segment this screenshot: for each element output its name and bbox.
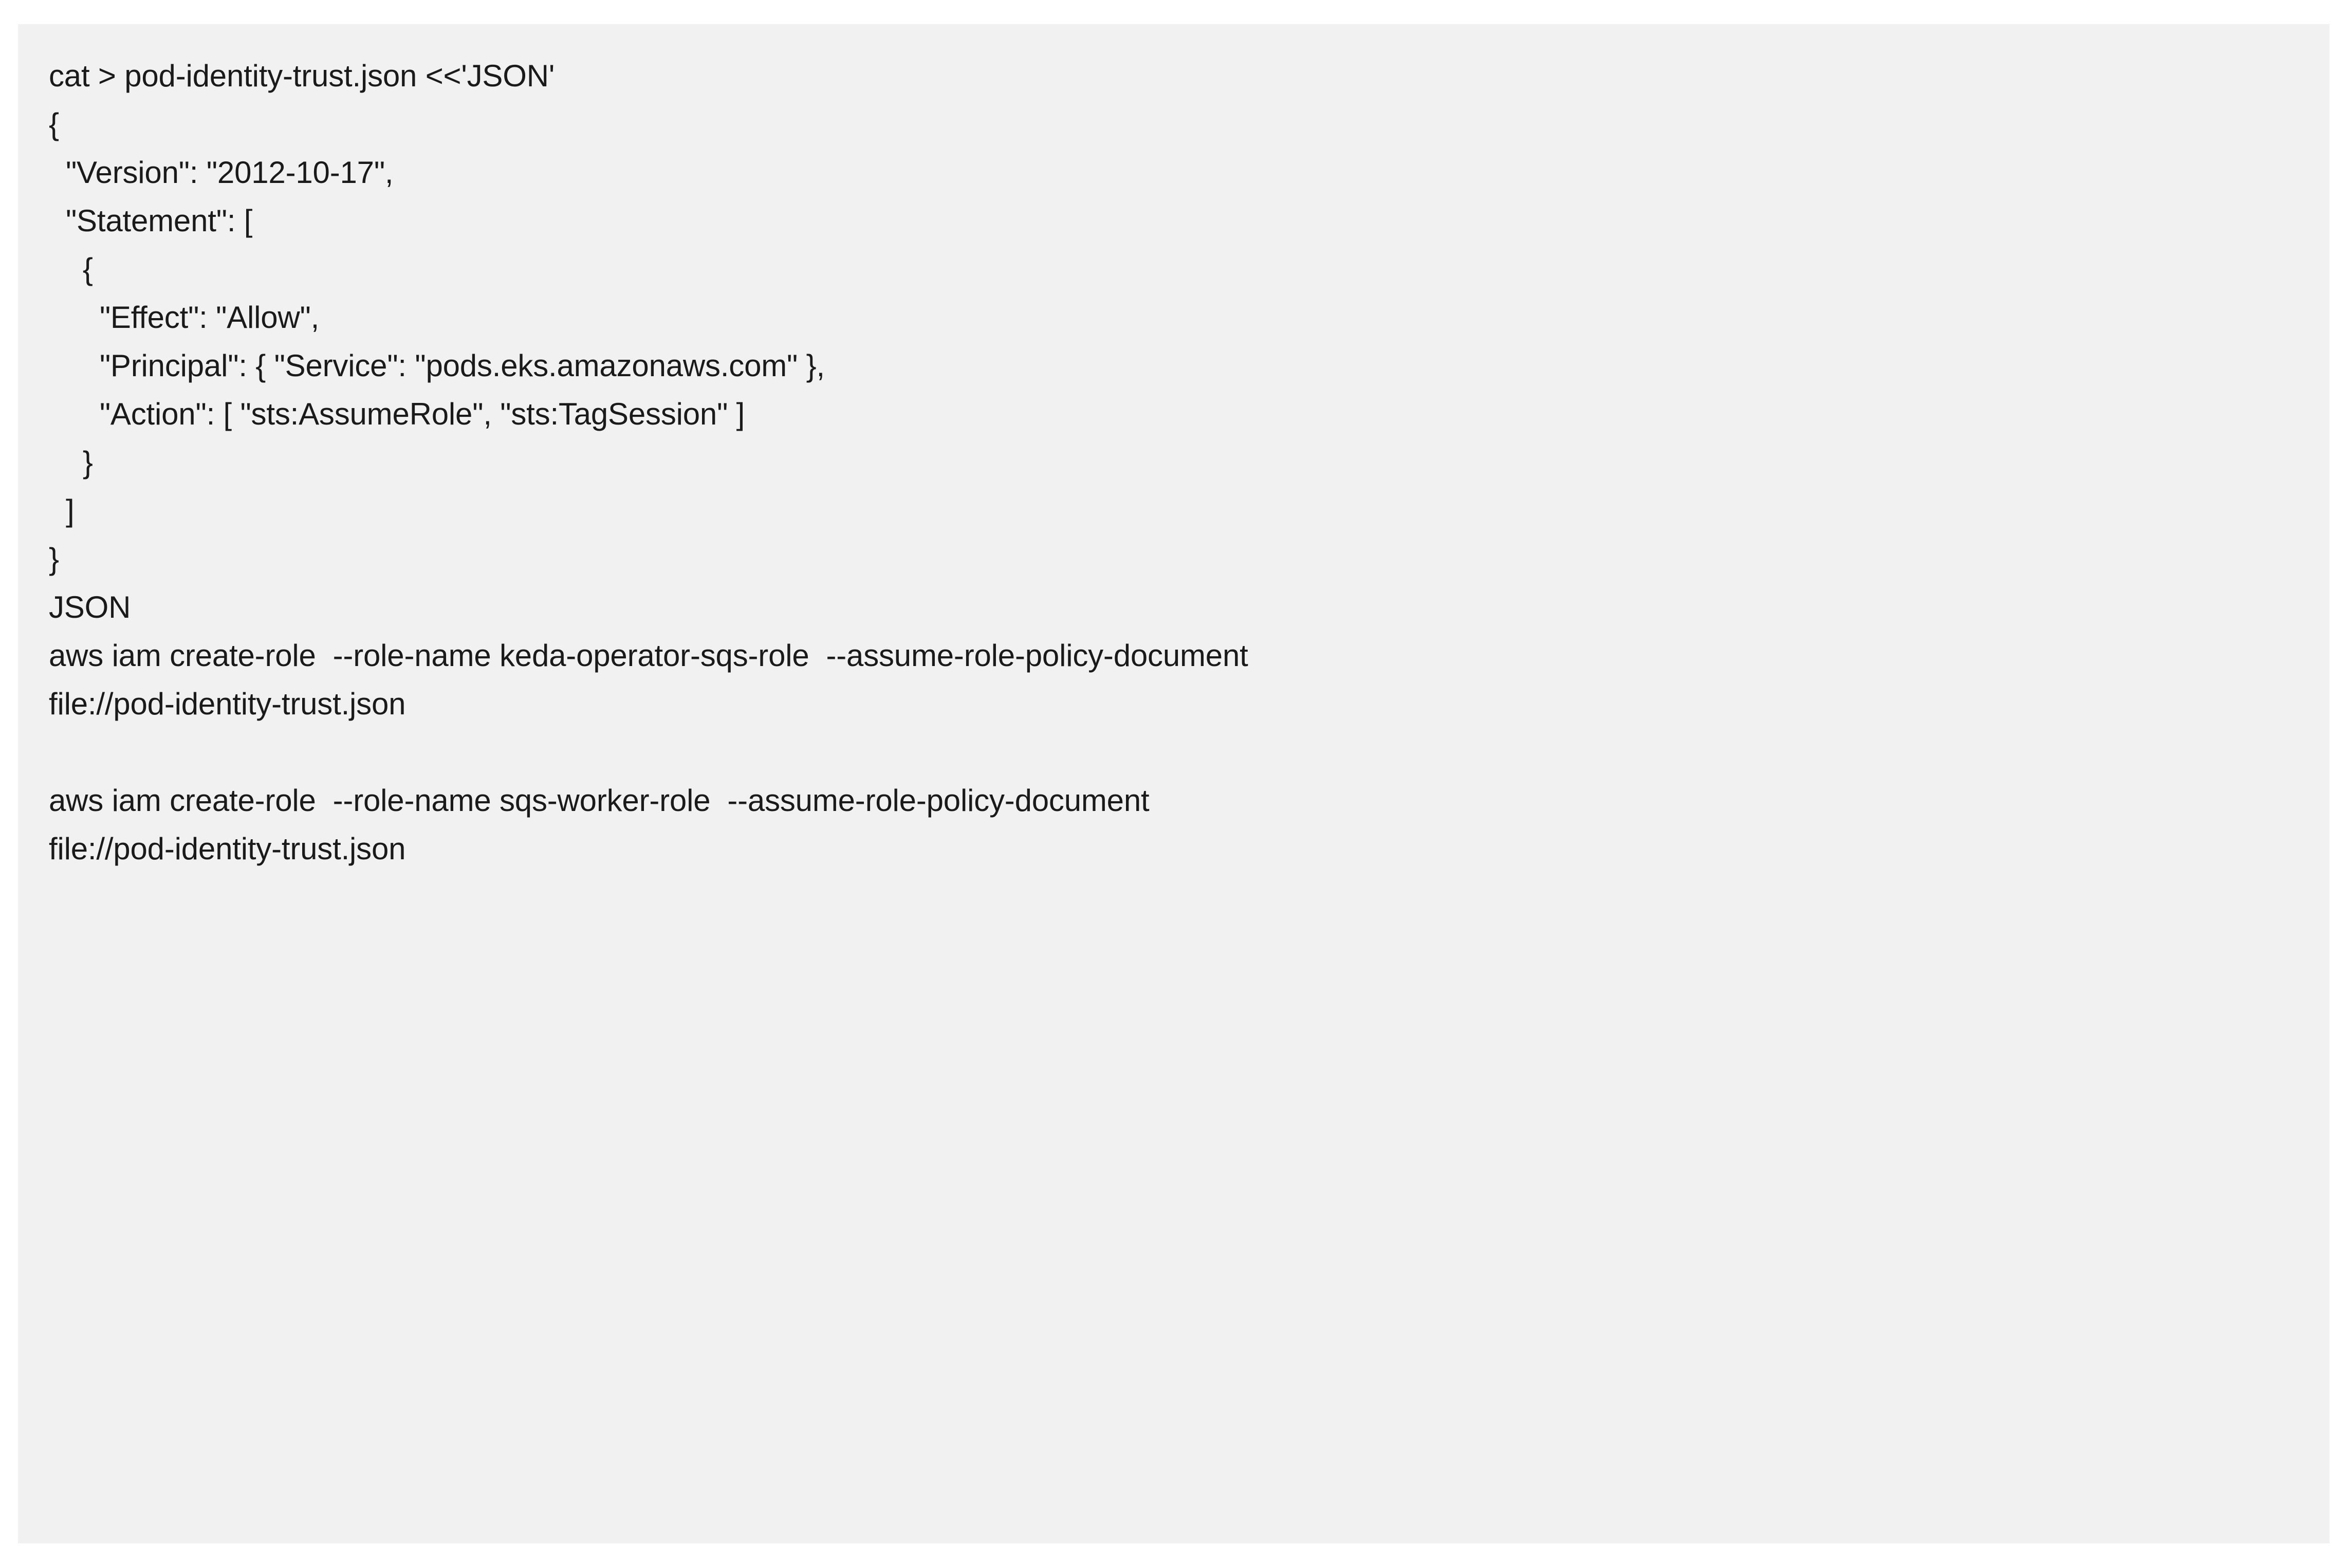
code-line-continuation: file://pod-identity-trust.json	[49, 832, 406, 866]
code-line: }	[49, 542, 59, 576]
code-line: ]	[49, 493, 75, 528]
code-line: "Effect": "Allow",	[49, 300, 320, 335]
code-line: {	[49, 252, 93, 286]
code-line: }	[49, 445, 93, 479]
code-line: JSON	[49, 590, 131, 624]
code-line: "Action": [ "sts:AssumeRole", "sts:TagSe…	[49, 397, 745, 431]
code-line: aws iam create-role --role-name keda-ope…	[49, 638, 1248, 673]
code-block-card: cat > pod-identity-trust.json <<'JSON'{ …	[18, 24, 2330, 1543]
code-line: cat > pod-identity-trust.json <<'JSON'	[49, 59, 555, 93]
code-line: "Statement": [	[49, 204, 253, 238]
code-line: "Version": "2012-10-17",	[49, 155, 394, 190]
code-line: {	[49, 107, 59, 141]
code-line-continuation: file://pod-identity-trust.json	[49, 687, 406, 721]
code-line: "Principal": { "Service": "pods.eks.amaz…	[49, 348, 825, 383]
code-line: aws iam create-role --role-name sqs-work…	[49, 783, 1150, 818]
code-block[interactable]: cat > pod-identity-trust.json <<'JSON'{ …	[49, 52, 2299, 873]
code-line-blank	[49, 728, 2299, 777]
